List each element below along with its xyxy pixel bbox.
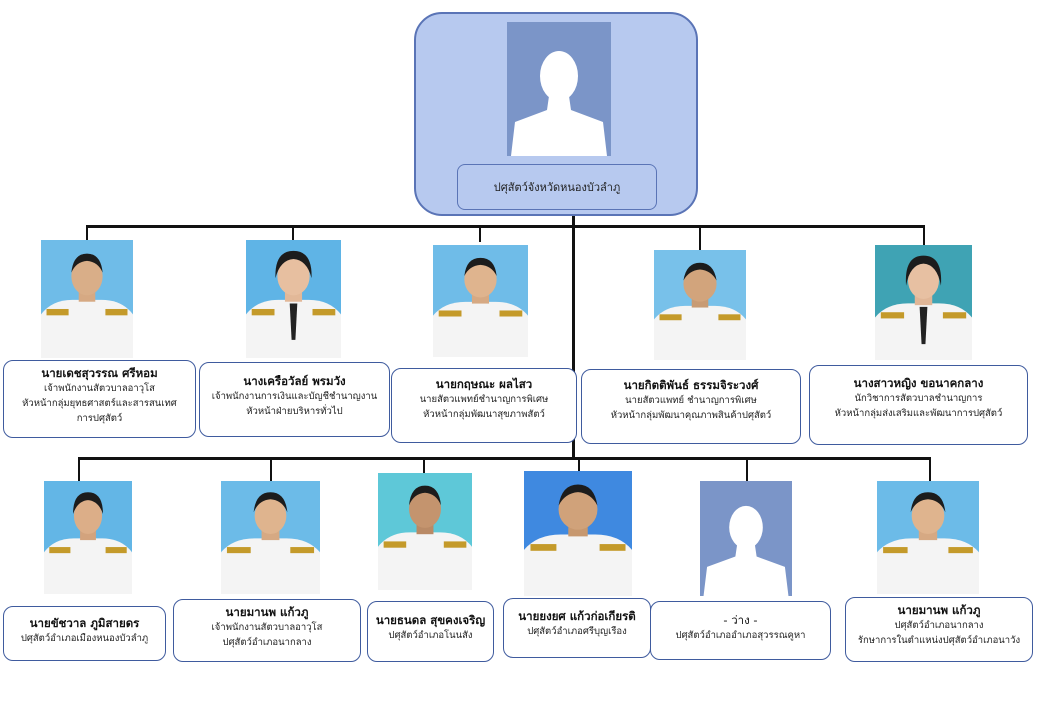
row1-drop-3 <box>479 225 481 242</box>
staff-name: นายกฤษณะ ผลไสว <box>435 377 533 391</box>
staff-card: นางสาวหญิง ขอนาคกลาง นักวิชาการสัตวบาลชำ… <box>809 365 1028 445</box>
person-silhouette-icon <box>700 481 792 596</box>
staff-position: การปศุสัตว์ <box>76 413 123 424</box>
row2-drop-4 <box>578 457 580 471</box>
staff-position: รักษาการในตำแหน่งปศุสัตว์อำเภอนาวัง <box>857 635 1021 646</box>
staff-card: นางเครือวัลย์ พรมวัง เจ้าพนักงานการเงินแ… <box>199 362 390 437</box>
staff-position: ปศุสัตว์อำเภอนากลาง <box>894 620 984 631</box>
staff-position: นายสัตวแพทย์ ชำนาญการพิเศษ <box>625 395 757 406</box>
staff-card: นายกิตติพันธ์ ธรรมจิระวงศ์ นายสัตวแพทย์ … <box>581 369 801 444</box>
staff-position: ปศุสัตว์อำเภอเมืองหนองบัวลำภู <box>20 633 149 644</box>
row2-drop-2 <box>270 457 272 481</box>
staff-position: หัวหน้ากลุ่มส่งเสริมและพัฒนาการปศุสัตว์ <box>834 408 1003 419</box>
placeholder-photo <box>700 481 792 596</box>
staff-position: ปศุสัตว์อำเภอโนนสัง <box>388 630 473 641</box>
staff-card: นายยงยศ แก้วก่อเกียรติ ปศุสัตว์อำเภอศรีบ… <box>503 598 651 658</box>
staff-position: หัวหน้ากลุ่มพัฒนาคุณภาพสินค้าปศุสัตว์ <box>610 410 772 421</box>
staff-card: นายกฤษณะ ผลไสว นายสัตวแพทย์ชำนาญการพิเศษ… <box>391 368 577 443</box>
row1-drop-1 <box>86 225 88 242</box>
staff-name: นายกิตติพันธ์ ธรรมจิระวงศ์ <box>623 378 759 392</box>
portrait-photo <box>44 481 132 594</box>
portrait-photo <box>654 250 746 360</box>
row2-drop-1 <box>78 457 80 481</box>
staff-position: หัวหน้ากลุ่มยุทธศาสตร์และสารสนเทศ <box>22 398 177 409</box>
portrait-photo <box>378 473 472 590</box>
staff-position: ปศุสัตว์อำเภออำเภอสุวรรณคูหา <box>675 630 806 641</box>
staff-position: หัวหน้ากลุ่มพัฒนาสุขภาพสัตว์ <box>423 409 545 420</box>
staff-name: นายยงยศ แก้วก่อเกียรติ <box>518 609 636 623</box>
staff-card: นายเดชสุวรรณ ศรีหอม เจ้าพนักงานสัตวบาลอา… <box>3 360 196 438</box>
staff-card: นายมานพ แก้วภู ปศุสัตว์อำเภอนากลาง รักษา… <box>845 597 1033 662</box>
staff-position: ปศุสัตว์อำเภอศรีบุญเรือง <box>527 626 627 637</box>
staff-position: ปศุสัตว์อำเภอนากลาง <box>222 637 312 648</box>
staff-card: - ว่าง - ปศุสัตว์อำเภออำเภอสุวรรณคูหา <box>650 601 831 660</box>
staff-card: นายธนดล สุขคงเจริญ ปศุสัตว์อำเภอโนนสัง <box>367 601 494 662</box>
portrait-photo <box>524 471 632 596</box>
row1-drop-2 <box>292 225 294 242</box>
portrait-photo <box>246 240 341 358</box>
portrait-photo <box>875 245 972 360</box>
staff-card: นายมานพ แก้วภู เจ้าพนักงานสัตวบาลอาวุโส … <box>173 599 361 662</box>
row1-drop-4 <box>699 225 701 250</box>
row1-horizontal-connector <box>86 225 925 228</box>
staff-position: เจ้าพนักงานสัตวบาลอาวุโส <box>211 622 323 633</box>
portrait-photo <box>433 245 528 357</box>
staff-name: นายขัชวาล ภูมิสายดร <box>29 616 140 630</box>
main-vertical-connector <box>572 215 575 460</box>
staff-position: หัวหน้าฝ่ายบริหารทั่วไป <box>246 406 343 417</box>
placeholder-photo <box>507 22 611 156</box>
staff-name: นายมานพ แก้วภู <box>897 603 981 617</box>
portrait-photo <box>221 481 320 594</box>
row2-drop-5 <box>746 457 748 481</box>
staff-position: เจ้าพนักงานสัตวบาลอาวุโส <box>44 383 155 394</box>
staff-name: นางสาวหญิง ขอนาคกลาง <box>853 376 984 390</box>
staff-name: - ว่าง - <box>723 613 758 627</box>
row2-drop-6 <box>929 457 931 481</box>
staff-position: นักวิชาการสัตวบาลชำนาญการ <box>854 393 983 404</box>
staff-name: นายธนดล สุขคงเจริญ <box>375 613 486 627</box>
head-title: ปศุสัตว์จังหวัดหนองบัวลำภู <box>457 164 657 210</box>
staff-position: นายสัตวแพทย์ชำนาญการพิเศษ <box>419 394 549 405</box>
row2-horizontal-connector <box>78 457 931 460</box>
person-silhouette-icon <box>507 22 611 156</box>
staff-position: เจ้าพนักงานการเงินและบัญชีชำนาญงาน <box>211 391 378 402</box>
row2-drop-3 <box>423 457 425 473</box>
head-node: ปศุสัตว์จังหวัดหนองบัวลำภู <box>414 12 698 216</box>
portrait-photo <box>41 240 133 358</box>
staff-card: นายขัชวาล ภูมิสายดร ปศุสัตว์อำเภอเมืองหน… <box>3 606 166 661</box>
staff-name: นายเดชสุวรรณ ศรีหอม <box>41 366 158 380</box>
row1-drop-5 <box>923 225 925 245</box>
staff-name: นายมานพ แก้วภู <box>225 605 309 619</box>
staff-name: นางเครือวัลย์ พรมวัง <box>243 374 346 388</box>
portrait-photo <box>877 481 979 594</box>
